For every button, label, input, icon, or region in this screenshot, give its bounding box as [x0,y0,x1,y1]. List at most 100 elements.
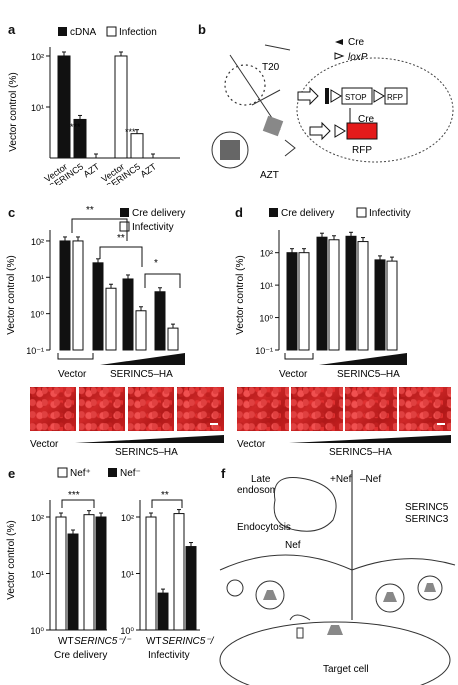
bar-d-cre-1 [316,236,328,351]
micro-serinc-c: SERINC5–HA [115,447,178,458]
e1-ytick-1: 10¹ [31,570,44,580]
micro-serinc-d: SERINC5–HA [329,447,392,458]
label-cre: Cre [348,37,365,48]
star-e-1: *** [68,490,80,501]
chart-a: Vector control (%) cDNA Infection 10²10¹… [8,26,180,185]
panel-d: d Cre delivery Infectivity Vector contro… [229,195,458,458]
a-ytick-0: 10² [31,52,44,62]
c-ytick-2: 10⁰ [30,310,44,320]
wedge-c [100,353,185,365]
c-ytick-3: 10⁻¹ [26,346,44,356]
micro-wedge-d [289,435,451,443]
panel-label-e: e [8,466,16,481]
legend-inf-d: Infectivity [369,208,411,219]
bar-e-inf-wt-minus [157,592,169,631]
label-t20: T20 [262,62,280,73]
panel-label-f: f [221,466,226,481]
bar-d-inf-3 [386,260,398,351]
bar-c-inf-2 [135,310,147,351]
d-ytick-1: 10¹ [260,281,273,291]
label-late: Late [251,474,271,485]
x-vector-c: Vector [58,369,87,380]
bar-d-cre-3 [374,259,386,351]
legend-inf-c: Infectivity [132,222,174,233]
label-serinc3: SERINC3 [405,514,449,525]
e2-ytick-2: 10⁰ [120,626,134,636]
bar-e-inf-ko-plus [173,513,185,631]
panel-label-a: a [8,22,16,37]
legend-swatch-nefplus [57,467,68,478]
x-vector-d: Vector [279,369,308,380]
x-wt-e2: WT [146,636,162,647]
pack-box [262,115,284,137]
micrographs-d [237,387,451,431]
e2-ytick-0: 10² [121,513,134,523]
bar-e-cre-ko-minus [95,516,107,631]
bar-d-cre-2 [345,235,357,351]
d-ytick-2: 10⁰ [259,314,273,324]
e1-ytick-0: 10² [31,513,44,523]
chart-c: Cre delivery Infectivity Vector control … [6,205,185,380]
star-c-2: ** [117,233,125,244]
x-serinc-c: SERINC5–HA [110,369,173,380]
label-rfp: RFP [352,145,372,156]
bar-c-cre-3 [154,291,166,351]
bar-a-inf-0 [114,55,128,159]
stop-box [341,87,373,105]
legend-nefminus: Nef⁻ [120,468,141,479]
d-ytick-3: 10⁻¹ [255,346,273,356]
label-endosome: endosome [237,485,284,496]
legend-cdna: cDNA [70,27,96,38]
panel-label-d: d [235,205,243,220]
bar-e-inf-ko-minus [185,546,197,631]
legend-cre-c: Cre delivery [132,208,185,219]
diagram-f: Late endosome +Nef –Nef Endocytosis Nef … [219,470,456,685]
chart-e: Nef⁺ Nef⁻ Vector control (%) 10²10¹10⁰10… [6,467,215,661]
star-e-2: ** [161,490,169,501]
micro-wedge-c [75,435,224,443]
micro-axis-d: Vector SERINC5–HA [237,435,451,458]
bar-d-inf-0 [298,252,310,351]
a-xlabel-2: AZT [81,161,101,179]
label-plusnef: +Nef [330,474,352,485]
label-cre2: Cre [358,114,375,125]
panel-label-b: b [198,22,206,37]
bar-d-cre-0 [286,252,298,351]
legend-swatch-infection [106,26,117,37]
label-rfp-box: RFP [387,93,403,102]
bar-e-cre-ko-plus [83,514,95,631]
sub-cre-e: Cre delivery [54,650,107,661]
micro-axis-c: Vector SERINC5–HA [30,435,224,458]
panel-f: f Late endosome +Nef –Nef Endocytosis Ne… [215,460,458,685]
legend-swatch-cre-c [120,208,129,217]
a-xlabel-5: AZT [138,161,158,179]
legend-swatch-nefminus [108,468,117,477]
star-a-1: *** [70,122,81,132]
a-ytick-1: 10¹ [31,103,44,113]
c-ytick-0: 10² [31,237,44,247]
diagram-b: T20 AZT Cre loxP STOP RFP Cre RFP [211,37,454,181]
panel-b: b T20 AZT Cre loxP STOP RFP Cre [190,0,458,190]
legend-nefplus: Nef⁺ [70,468,91,479]
bar-a-inf-1 [130,133,144,159]
label-nef: Nef [285,540,301,551]
label-azt: AZT [260,170,279,181]
star-c-3: * [154,258,158,269]
legend-cre-d: Cre delivery [281,208,334,219]
wedge-d [319,353,407,365]
bar-d-inf-2 [357,241,369,351]
bar-c-cre-1 [92,262,104,351]
label-serinc5: SERINC5 [405,502,449,513]
legend-swatch-cdna [58,27,67,36]
x-wt-e1: WT [58,636,74,647]
sub-inf-e: Infectivity [148,650,190,661]
label-minusnef: –Nef [360,474,381,485]
bar-c-cre-2 [122,278,134,351]
panel-label-c: c [8,205,16,220]
legend-swatch-inf-d [356,207,367,218]
chart-d: Cre delivery Infectivity Vector control … [235,207,411,380]
bar-d-inf-1 [328,239,340,351]
legend-infection: Infection [119,27,157,38]
